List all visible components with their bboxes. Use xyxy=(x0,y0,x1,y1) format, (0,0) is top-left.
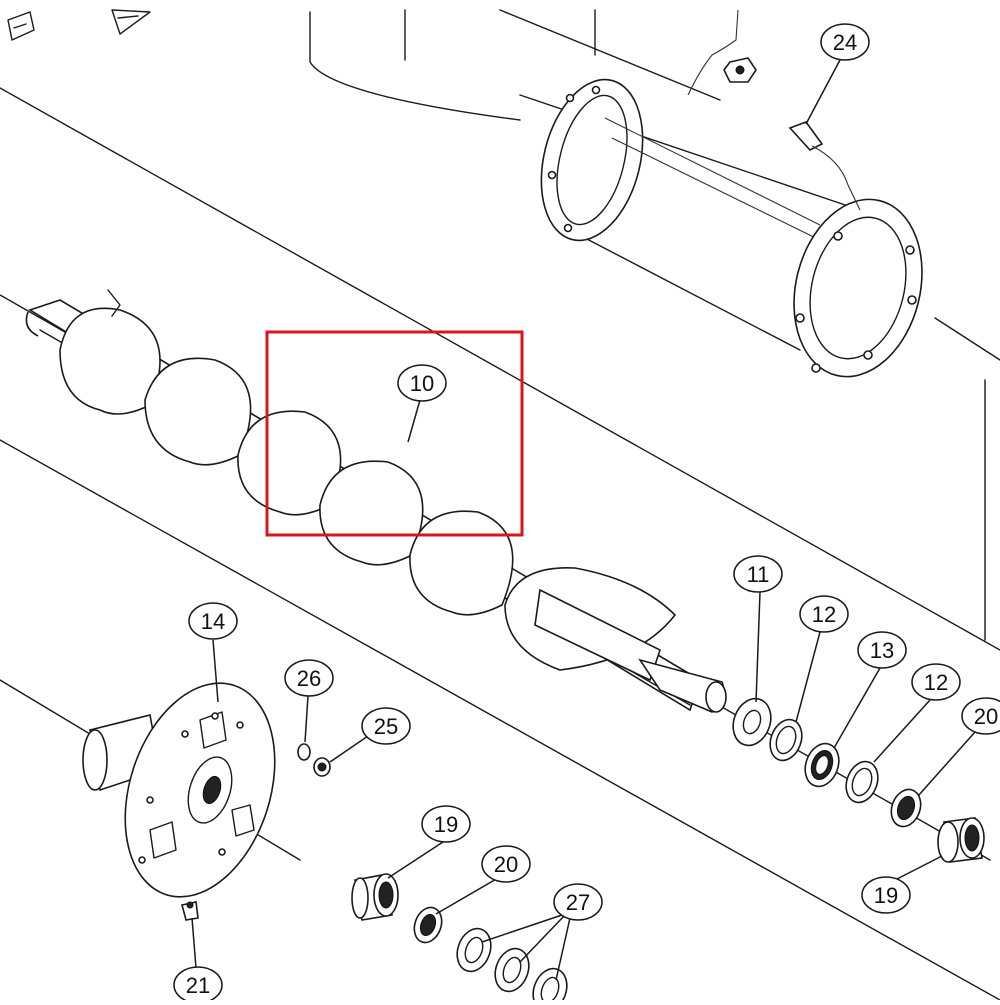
bolt-21 xyxy=(181,901,199,921)
callout-label: 27 xyxy=(566,890,590,915)
callout-25: 25 xyxy=(361,707,411,745)
callout-20-b: 20 xyxy=(481,845,531,883)
callout-11: 11 xyxy=(733,555,783,593)
auger-flight-2 xyxy=(144,357,252,466)
bushing-19-b xyxy=(937,817,985,863)
callout-21: 21 xyxy=(173,966,223,1004)
callout-14: 14 xyxy=(188,602,238,640)
bushing-19-a xyxy=(351,873,399,921)
callout-label: 12 xyxy=(924,670,948,695)
seal-20-b xyxy=(413,906,443,944)
corner-fragments xyxy=(7,9,151,41)
callout-12-b: 12 xyxy=(911,663,961,701)
callout-label: 20 xyxy=(494,852,518,877)
hex-nut-top xyxy=(687,9,757,96)
callout-10: 10 xyxy=(397,364,447,402)
callout-label: 13 xyxy=(870,638,894,663)
tube-housing xyxy=(519,78,923,378)
callout-label: 11 xyxy=(747,562,770,587)
flange-bolt-holes xyxy=(547,85,917,373)
washers-27 xyxy=(456,927,568,1005)
callout-20-a: 20 xyxy=(961,697,1000,735)
washer-12-b xyxy=(845,760,879,804)
washer-11 xyxy=(732,697,772,747)
callout-19-a: 19 xyxy=(421,805,471,843)
callout-label: 25 xyxy=(374,714,398,739)
callout-24: 24 xyxy=(820,23,870,61)
auger xyxy=(25,289,727,713)
callout-label: 14 xyxy=(201,609,225,634)
callout-label: 24 xyxy=(833,30,857,55)
callout-label: 21 xyxy=(186,973,210,998)
highlight-box xyxy=(265,330,524,537)
washer-12-a xyxy=(769,718,803,762)
callout-label: 26 xyxy=(297,666,321,691)
callout-19-b: 19 xyxy=(861,876,911,914)
nut-25 xyxy=(313,757,331,777)
needle-bearing-13 xyxy=(804,742,840,788)
bolt-24 xyxy=(788,121,861,211)
seal-20-a xyxy=(890,788,922,828)
callout-label: 19 xyxy=(874,883,898,908)
hub-disc xyxy=(82,682,276,898)
callout-26: 26 xyxy=(284,659,334,697)
callout-13: 13 xyxy=(857,631,907,669)
callout-12-a: 12 xyxy=(799,595,849,633)
callout-label: 19 xyxy=(434,812,458,837)
callout-label: 20 xyxy=(974,704,998,729)
callout-27: 27 xyxy=(553,883,603,921)
callout-label: 10 xyxy=(410,371,434,396)
auger-flight-4 xyxy=(319,460,424,566)
o-ring-26 xyxy=(297,743,311,761)
callout-label: 12 xyxy=(812,602,836,627)
auger-flight-5 xyxy=(409,510,514,616)
leader-lines xyxy=(191,59,976,981)
